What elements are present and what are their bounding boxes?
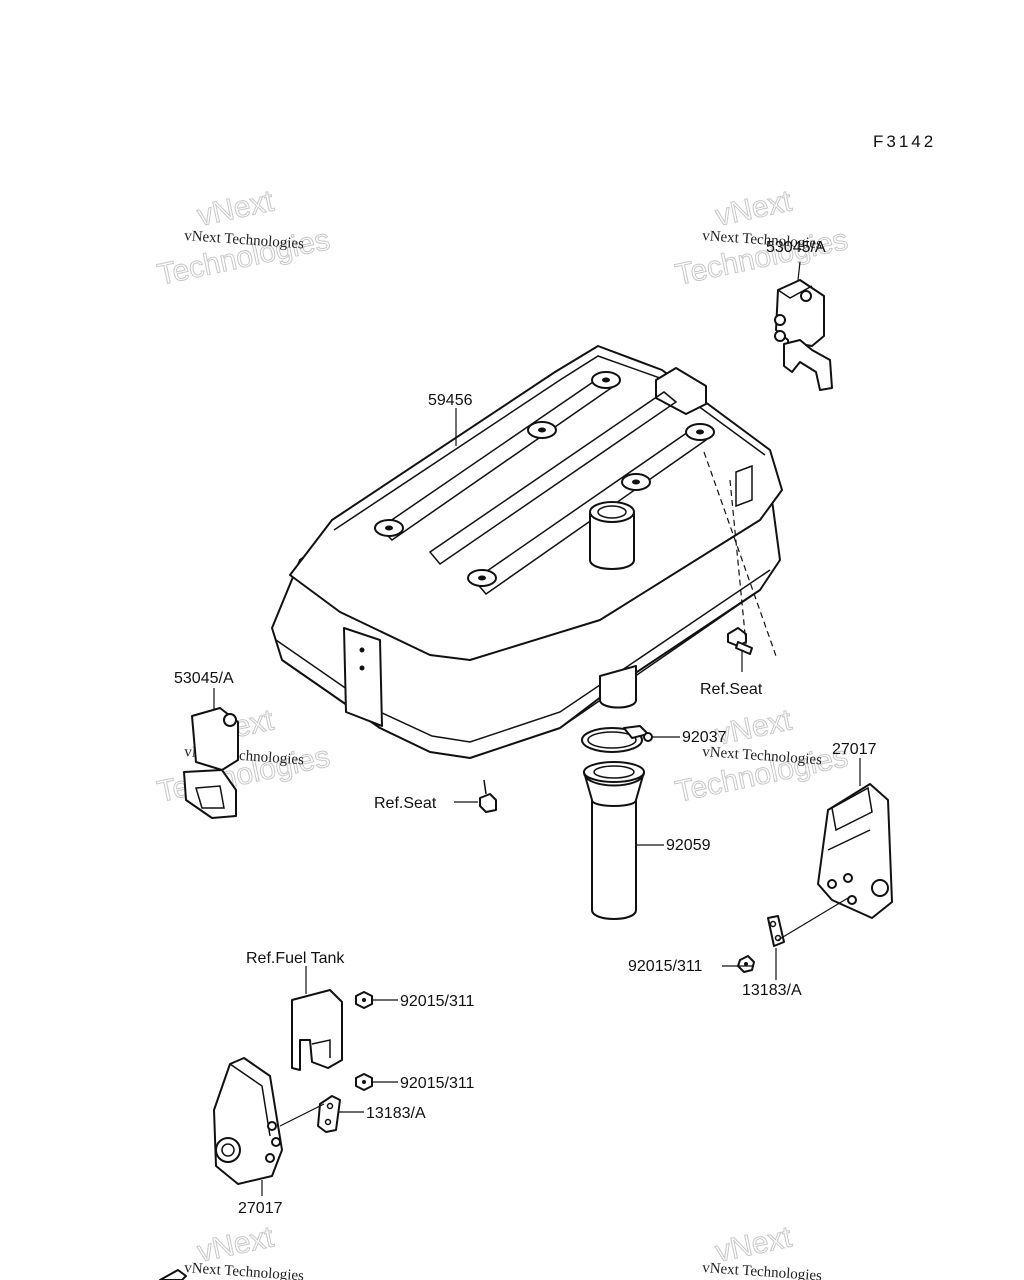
figure-code: F3142 — [873, 132, 936, 151]
cover-59456-drawing — [271, 345, 783, 759]
mount-27017-right-drawing — [817, 783, 893, 919]
mount-27017-left-drawing — [213, 1057, 283, 1185]
watermark-bottom-right: vNext vNext Technologies — [702, 1220, 823, 1280]
bolt-ref-seat-center-drawing — [479, 779, 497, 813]
watermark-mid-left: vNext Technologies vNext Technologies — [154, 703, 333, 809]
leader-lines — [213, 261, 861, 1196]
clip-53045a-top-drawing — [774, 279, 833, 391]
label-92015-lower: 92015/311 — [400, 1075, 475, 1092]
label-ref-fuel-tank: Ref.Fuel Tank — [246, 950, 345, 967]
label-53045a-left: 53045/A — [174, 670, 234, 687]
svg-text:vNext: vNext — [713, 184, 796, 232]
watermark-mid-right: vNext Technologies vNext Technologies — [672, 703, 851, 809]
label-ref-seat-center: Ref.Seat — [374, 795, 437, 812]
label-92015-right: 92015/311 — [628, 958, 703, 975]
watermark-bottom-left: vNext vNext Technologies — [184, 1220, 305, 1280]
nut-92015-upper-drawing — [355, 991, 373, 1009]
label-ref-seat-right: Ref.Seat — [700, 681, 763, 698]
nut-92015-lower-drawing — [355, 1073, 373, 1091]
plate-13183a-right-drawing — [767, 915, 785, 947]
label-59456: 59456 — [428, 392, 473, 409]
svg-text:vNext Technologies: vNext Technologies — [184, 1260, 305, 1280]
svg-text:vNext Technologies: vNext Technologies — [702, 1260, 823, 1280]
label-27017-right: 27017 — [832, 741, 877, 758]
bracket-ref-fuel-tank-drawing — [291, 989, 343, 1071]
clip-53045a-left-drawing — [183, 707, 239, 819]
clamp-92037-drawing — [581, 725, 653, 753]
plate-13183a-left-drawing — [317, 1095, 341, 1133]
label-13183a-left: 13183/A — [366, 1105, 426, 1122]
label-13183a-right: 13183/A — [742, 982, 802, 999]
bolt-ref-seat-right-drawing — [727, 627, 753, 655]
label-27017-left: 27017 — [238, 1200, 283, 1217]
fragment-drawing — [159, 1269, 187, 1280]
watermark-top-left: vNext Technologies vNext Technologies — [154, 184, 333, 292]
hose-92059-drawing — [583, 761, 645, 920]
label-92015-upper: 92015/311 — [400, 993, 475, 1010]
label-92037: 92037 — [682, 729, 727, 746]
svg-text:vNext: vNext — [195, 184, 278, 232]
label-53045a-top: 53045/A — [766, 239, 826, 256]
label-92059: 92059 — [666, 837, 711, 854]
nut-92015-right-drawing — [737, 955, 755, 973]
